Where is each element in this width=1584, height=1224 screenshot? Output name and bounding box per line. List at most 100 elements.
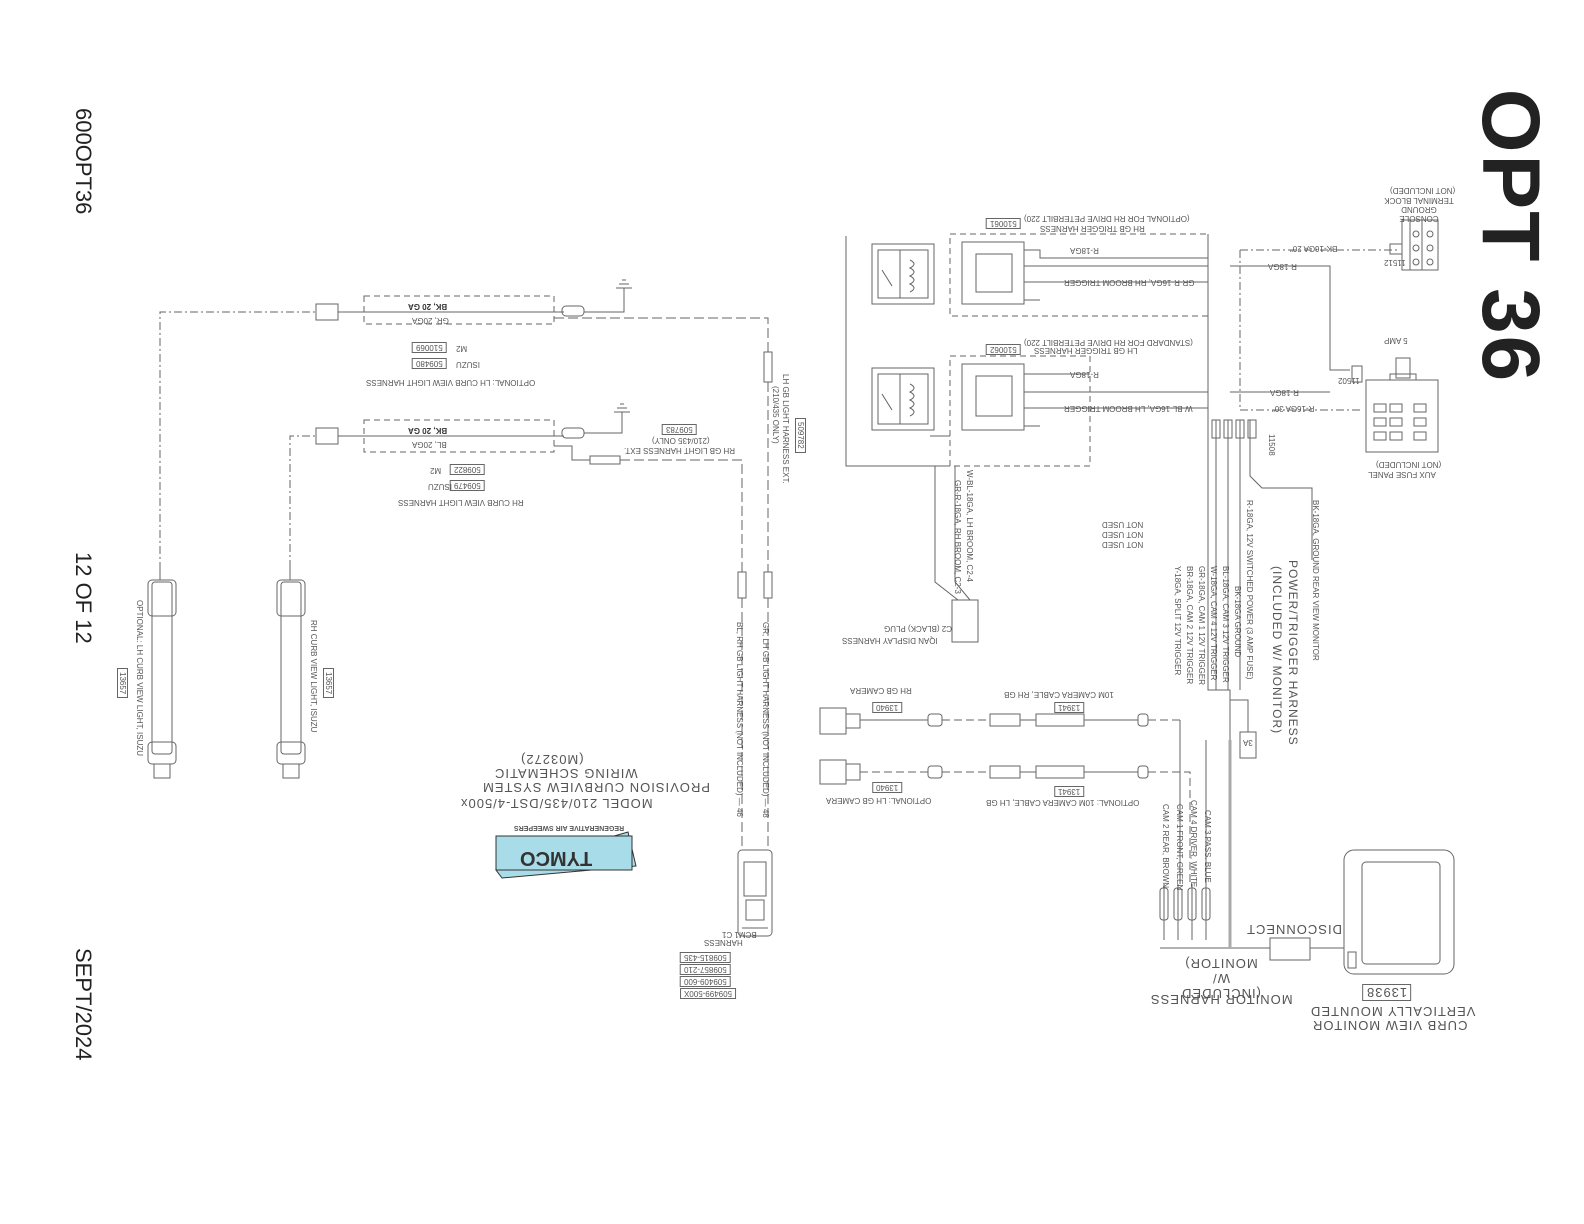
aux-fuse-note: (NOT INCLUDED) xyxy=(1376,460,1442,469)
rh-trigger-part: 510061 xyxy=(986,218,1021,229)
cam1-label: CAM 1 FRONT, GREEN xyxy=(1175,804,1184,891)
console-ground-terminal-block xyxy=(1389,219,1439,271)
rh-camera-part: 13940 xyxy=(872,702,903,713)
bcm-part-2: 509857-210 xyxy=(680,964,731,975)
rh-ext-part: 509783 xyxy=(662,424,697,435)
lh-ext-note: (210/435 ONLY) xyxy=(771,386,780,444)
terminal-block-title: CONSOLE GROUND TERMINAL BLOCK xyxy=(1384,196,1454,223)
rh-m2-part: 509822 xyxy=(450,464,485,475)
rh-m2: M2 xyxy=(430,466,442,475)
rh-relay xyxy=(871,243,935,305)
not-used-3: NOT USED xyxy=(1102,540,1144,549)
power-wire-2: BK-18GA GROUND xyxy=(1233,586,1242,658)
r18-label-top: R-18GA xyxy=(1268,262,1297,271)
aux-fuse-panel xyxy=(1365,357,1439,453)
rh-ext: RH GB LIGHT HARNESS EXT. xyxy=(624,446,735,455)
rh-camera-label: RH GB CAMERA xyxy=(850,686,912,695)
monitor-title: CURB VIEW MONITOR xyxy=(1312,1018,1468,1033)
lh-m2-part: 510069 xyxy=(412,342,447,353)
rh-trigger-note: (OPTIONAL FOR RH DRIVE PETERBILT 220) xyxy=(1024,214,1190,223)
lh-curb-view-light xyxy=(147,570,177,779)
ground-rear-monitor: BK-18GA, GROUND REAR VIEW MONITOR xyxy=(1311,500,1320,661)
r16-label: R-16GA 30" xyxy=(1272,404,1315,413)
rh-light-label: RH CURB VIEW LIGHT, ISUZU xyxy=(309,620,318,733)
title-line2: PROVISION CURBVIEW SYSTEM xyxy=(482,780,710,795)
bcm-part-1: 509815-435 xyxy=(680,952,731,963)
rh-cable-part: 13941 xyxy=(1054,702,1085,713)
tymco-logo xyxy=(495,831,637,879)
bcm-part-3: 509409-600 xyxy=(680,976,731,987)
lh-isuzu: ISUZU xyxy=(456,360,480,369)
lh-cable-label: OPTIONAL: 10M CAMERA CABLE, LH GB xyxy=(986,798,1140,807)
fuse-code: 11502 xyxy=(1338,376,1360,385)
terminal-block-note: (NOT INCLUDED) xyxy=(1390,186,1456,195)
rh-curb-view-light xyxy=(276,568,306,779)
power-wire-7: Y-18GA, SPLIT 12V TRIGGER xyxy=(1173,566,1182,676)
fuse-3a: 3A xyxy=(1243,738,1253,747)
lh-ext: LH GB LIGHT HARNESS EXT. xyxy=(781,374,790,484)
cam3-label: CAM 3 PASS. BLUE xyxy=(1203,810,1212,883)
lh-wire-bk: BK, 20 GA xyxy=(408,302,448,311)
rh-ext-note: (210/435 ONLY) xyxy=(652,436,710,445)
brand-tagline: REGENERATIVE AIR SWEEPERS xyxy=(514,824,625,831)
rh-wire-bk: BK, 20 GA xyxy=(408,426,448,435)
power-wire-6: BR-18GA, CAM 2 12V TRIGGER xyxy=(1185,566,1194,685)
power-wire-3: BL-18GA, CAM 3 12V TRIGGER xyxy=(1221,566,1230,683)
lh-m2: M2 xyxy=(456,344,468,353)
lh-harness-title: OPTIONAL: LH CURB VIEW LIGHT HARNESS xyxy=(366,378,536,387)
title-line3: WIRING SCHEMATIC xyxy=(494,766,638,781)
lh-gb-camera xyxy=(819,759,943,785)
lh-light-part: 13657 xyxy=(117,668,128,699)
lh-light-label: OPTIONAL: LH CURB VIEW LIGHT, ISUZU xyxy=(135,600,144,757)
monitor-part: 13938 xyxy=(1362,984,1412,1001)
r18-label: R-18GA xyxy=(1270,388,1299,397)
bk16-label: BK-16GA 20" xyxy=(1290,244,1338,253)
power-wire-1: R-18GA, 12V SWITCHED POWER (3 AMP FUSE) xyxy=(1245,500,1254,680)
rh-harness-title: RH CURB VIEW LIGHT HARNESS xyxy=(398,498,524,507)
power-code: 11508 xyxy=(1267,434,1276,456)
bcm-harness-label: HARNESS xyxy=(704,938,743,947)
cam4-label: CAM 4 DRIVER, WHITE xyxy=(1189,800,1198,888)
fuse-5amp: 5 AMP xyxy=(1384,336,1408,345)
lh-camera-label: OPTIONAL: LH GB CAMERA xyxy=(826,796,932,805)
rh-broom-trigger: GR-R-16GA, RH BROOM TRIGGER xyxy=(1064,278,1195,287)
lh-r18: R-18GA xyxy=(1070,370,1099,379)
power-wire-4: W-18GA, CAM 4 12V TRIGGER xyxy=(1209,566,1218,681)
bl-rh-gb-wire: BL, RH GB LIGHT HARNESS (NOT INCLUDED) —… xyxy=(735,622,744,817)
title-line4: (M03272) xyxy=(520,752,584,767)
power-wire-5: GR-18GA, CAM 1 12V TRIGGER xyxy=(1197,566,1206,685)
monitor-harness-note: (INCLUDED W/ MONITOR) xyxy=(1181,956,1261,1001)
lh-broom-c2: W-BL-18GA, LH BROOM, C2-4 xyxy=(965,470,974,582)
rh-isuzu: ISUZU xyxy=(428,482,452,491)
aux-fuse-title: AUX FUSE PANEL xyxy=(1368,470,1436,479)
lh-ext-part: 509782 xyxy=(795,418,806,453)
c2-plug: C2 (BLACK) PLUG xyxy=(884,624,953,633)
lh-camera-part: 13940 xyxy=(872,782,903,793)
lh-wire-gr: GR, 20GA xyxy=(412,316,449,325)
bcm-connector xyxy=(737,849,773,937)
not-used-2: NOT USED xyxy=(1102,530,1144,539)
monitor-subtitle: VERTICALLY MOUNTED xyxy=(1310,1004,1476,1019)
power-harness-subtitle: (INCLUDED W/ MONITOR) xyxy=(1270,566,1284,735)
gr-lh-gb-wire: GR, LH GB LIGHT HARNESS (NOT INCLUDED) —… xyxy=(761,622,770,818)
iqan-harness: IQAN DISPLAY HARNESS xyxy=(842,636,938,645)
rh-r18: R-18GA xyxy=(1070,246,1099,255)
curb-view-monitor xyxy=(1343,849,1455,975)
rh-broom-c2: GR-R-18GA, RH BROOM, C2-3 xyxy=(953,480,962,594)
rh-isuzu-part: 509479 xyxy=(450,480,485,491)
lh-trigger-part: 510062 xyxy=(986,344,1021,355)
lh-isuzu-part: 509480 xyxy=(412,358,447,369)
rh-cable-label: 10M CAMERA CABLE, RH GB xyxy=(1004,690,1114,699)
rh-wire-bl: BL, 20GA xyxy=(412,440,447,449)
rh-light-part: 13657 xyxy=(323,668,334,699)
terminal-code-2: 11512 xyxy=(1384,258,1406,267)
power-harness-title: POWER/TRIGGER HARNESS xyxy=(1286,560,1300,746)
rh-trigger-title: RH GB TRIGGER HARNESS xyxy=(1040,224,1145,233)
lh-broom-trigger: W-BL-16GA, LH BROOM TRIGGER xyxy=(1064,404,1193,413)
disconnect-label: DISCONNECT xyxy=(1246,922,1342,937)
bcm-part-4: 509499-500X xyxy=(680,988,737,999)
brand-name: TYMCO xyxy=(520,847,593,869)
lh-cable-part: 13941 xyxy=(1054,786,1085,797)
cam2-label: CAM 2 REAR, BROWN xyxy=(1161,804,1170,889)
